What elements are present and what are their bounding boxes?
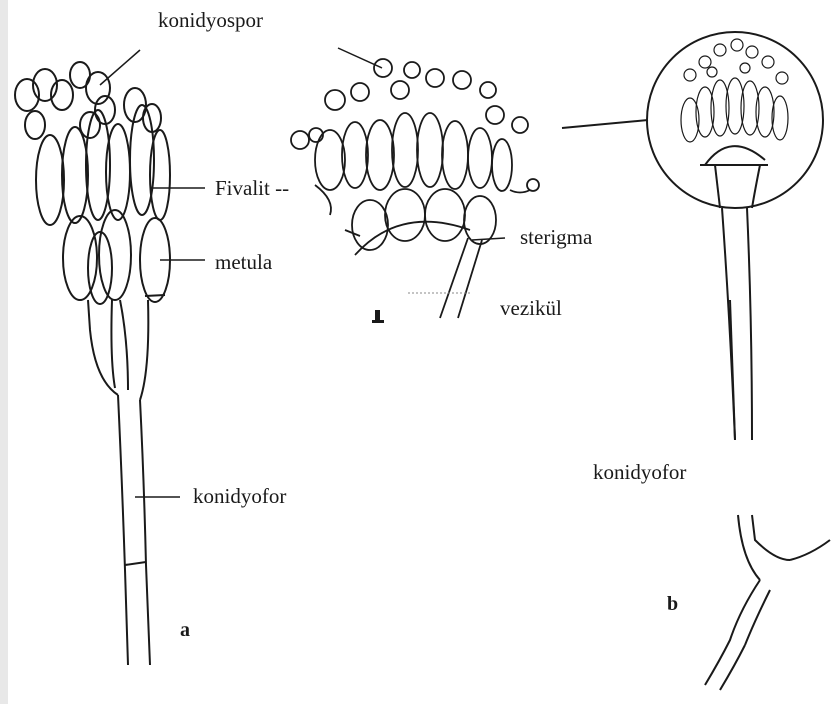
edge-shading (0, 0, 8, 704)
label-fivalit: Fivalit -- (215, 178, 289, 199)
label-metula: metula (215, 252, 272, 273)
label-konidyospor: konidyospor (158, 10, 263, 31)
leader-sterigma (472, 238, 505, 240)
aspergillus-drawing (562, 32, 830, 690)
leader-konidyospor (100, 50, 140, 85)
panel-label-b: b (667, 594, 678, 614)
penicillium-drawing (15, 62, 170, 665)
label-konidyofor-b: konidyofor (593, 462, 686, 483)
label-sterigma: sterigma (520, 227, 592, 248)
label-konidyofor-a: konidyofor (193, 486, 286, 507)
panel-label-a: a (180, 620, 190, 640)
center-panel-mark (372, 293, 470, 323)
leader-konidyospor-center (338, 48, 382, 68)
aspergillus-head-drawing (291, 59, 539, 318)
label-vezikul: vezikül (500, 298, 562, 319)
